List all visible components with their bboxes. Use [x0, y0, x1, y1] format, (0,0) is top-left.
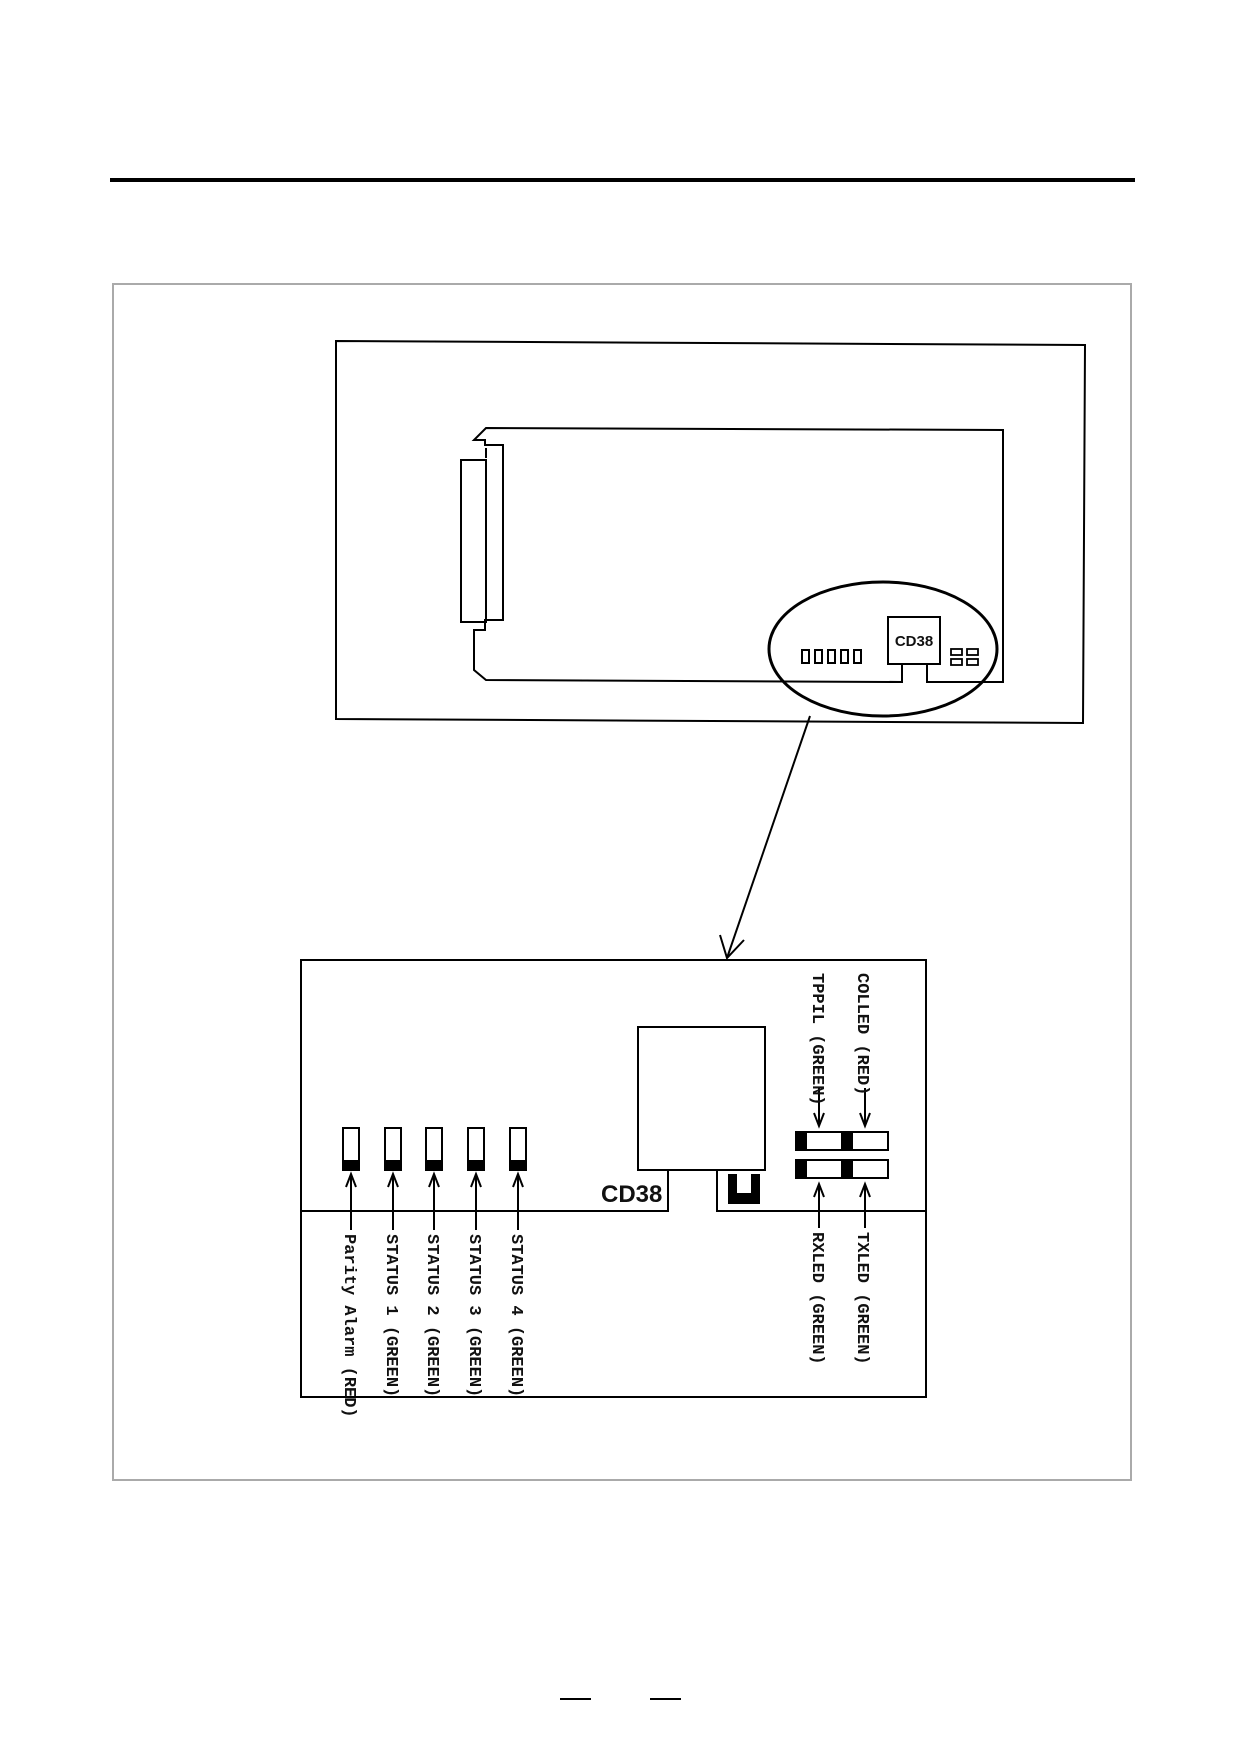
enlarged-detail: CD38 Parity Alarm (RED) STATUS 1 (GREEN) S… [300, 959, 927, 1418]
right-led-bottom-left-fill [796, 1160, 807, 1178]
led-label-status-4: STATUS 4 (GREEN) [506, 1234, 525, 1397]
led-label-rxled: RXLED (GREEN) [807, 1232, 826, 1365]
right-led-top-arrow [813, 1088, 825, 1129]
figure-frame [112, 283, 1132, 1481]
led-status-2-arrow [428, 1171, 440, 1230]
board-cd38-label: CD38 [895, 633, 933, 650]
led-status-1-arrow [387, 1171, 399, 1230]
board-led [966, 658, 979, 666]
right-led-top-left-fill [796, 1132, 807, 1150]
led-label-status-1: STATUS 1 (GREEN) [381, 1234, 400, 1397]
led-status-4-arrow [512, 1171, 524, 1230]
board-led [950, 658, 963, 666]
board-led [950, 648, 963, 656]
unit-overview: CD38 [335, 339, 1087, 725]
detail-cd38-label: CD38 [601, 1181, 662, 1208]
led-label-parity-alarm: Parity Alarm (RED) [339, 1234, 358, 1418]
led-label-txled: TXLED (GREEN) [852, 1232, 871, 1365]
zoom-arrow [719, 715, 811, 960]
led-status-1-fill [385, 1160, 401, 1170]
led-status-3-arrow [470, 1171, 482, 1230]
left-led-group: Parity Alarm (RED) STATUS 1 (GREEN) STATUS… [339, 1127, 527, 1418]
led-parity-alarm-arrow [345, 1171, 357, 1230]
board-led [840, 649, 849, 664]
board-led-row [801, 649, 862, 664]
detail-cd38-connector [637, 1026, 766, 1171]
right-led-top-arrow [859, 1088, 871, 1129]
right-led-top-right-fill [842, 1132, 853, 1150]
board-led [853, 649, 862, 664]
led-status-3-fill [468, 1160, 484, 1170]
right-led-bottom-arrow [859, 1181, 871, 1228]
led-status-2-fill [426, 1160, 442, 1170]
board-led [801, 649, 810, 664]
unit-outline [335, 339, 1087, 725]
led-label-status-2: STATUS 2 (GREEN) [422, 1234, 441, 1397]
board-led-pairs [950, 648, 979, 666]
edge-connector [460, 459, 487, 623]
led-label-colled: COLLED (RED) [852, 973, 871, 1095]
led-label-status-3: STATUS 3 (GREEN) [464, 1234, 483, 1397]
right-led-group [795, 1088, 889, 1228]
detail-frame [300, 959, 927, 1398]
detail-board-edge-right [716, 1170, 926, 1212]
led-label-tppil: TPPIL (GREEN) [807, 973, 826, 1106]
zoom-ellipse [767, 580, 999, 718]
board-led [827, 649, 836, 664]
led-parity-alarm-fill [343, 1160, 359, 1170]
jumper-block [728, 1174, 760, 1204]
board-outline [471, 426, 1004, 684]
board-led [966, 648, 979, 656]
detail-board-edge-left [301, 1170, 669, 1212]
led-status-4-fill [510, 1160, 526, 1170]
right-led-bottom-arrow [813, 1181, 825, 1228]
board-led [814, 649, 823, 664]
right-led-bottom-right-fill [842, 1160, 853, 1178]
board-cd38-connector [887, 616, 941, 665]
